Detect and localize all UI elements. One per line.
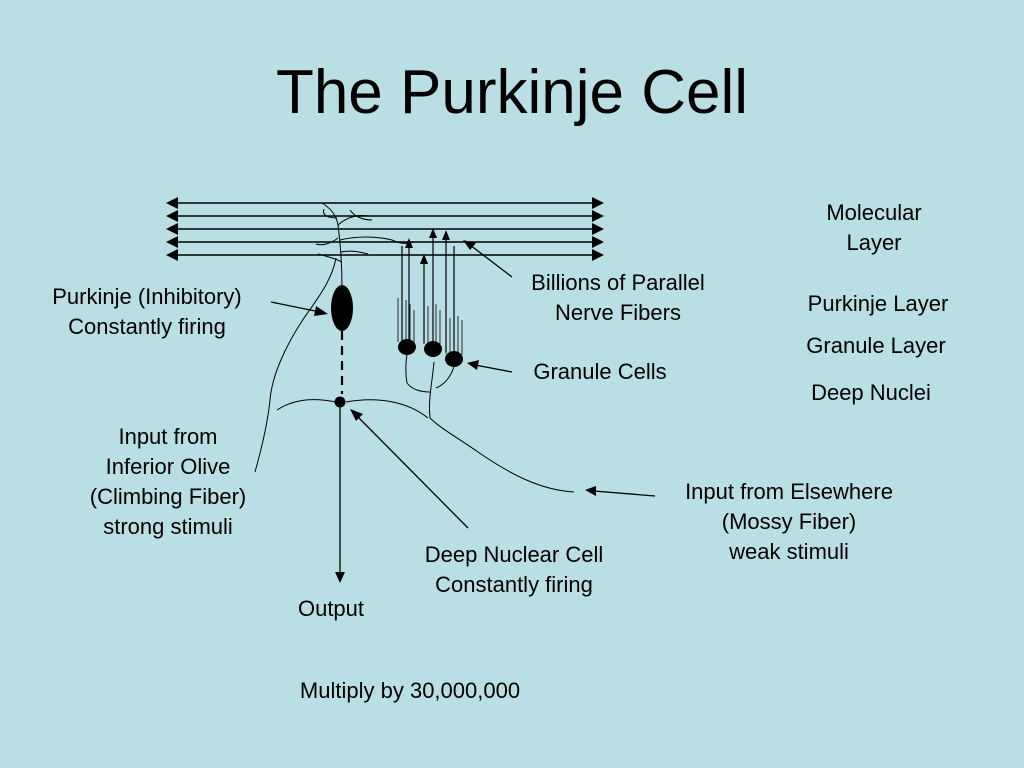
purkinje-cell-body xyxy=(331,285,353,331)
output-arrowhead xyxy=(335,572,345,583)
pointer-arrows xyxy=(270,240,656,529)
granule-cell xyxy=(424,341,442,357)
right-arrowhead xyxy=(592,197,604,209)
multiply-note: Multiply by 30,000,000 xyxy=(299,678,521,703)
parallel-fibers xyxy=(176,202,597,256)
deep-nuclei-label: Deep Nuclei xyxy=(811,380,931,405)
output-label: Output xyxy=(297,596,365,621)
climbing-fiber-collateral xyxy=(276,399,337,411)
page-title: The Purkinje Cell xyxy=(275,58,749,127)
granule-cell xyxy=(445,351,463,367)
granule-pointer-arrow xyxy=(474,364,513,373)
deep-nuclear-cell-body xyxy=(334,396,346,408)
deep-nuclear-cell-label: Deep Nuclear Cell Constantly firing xyxy=(424,542,604,597)
parallel-fibers-label: Billions of Parallel Nerve Fibers xyxy=(531,270,705,325)
right-arrowhead xyxy=(592,236,604,248)
granule-cells xyxy=(398,339,463,367)
right-arrowhead xyxy=(592,249,604,261)
climbing-fiber-label: Input from Inferior Olive (Climbing Fibe… xyxy=(89,424,247,539)
parallel-fiber-arrowheads xyxy=(166,197,604,261)
granule-cell xyxy=(398,339,416,355)
left-arrowhead xyxy=(166,249,178,261)
mossy-fiber xyxy=(429,361,575,493)
left-arrowhead xyxy=(166,210,178,222)
purkinje-pointer-arrow xyxy=(270,301,321,313)
left-arrowhead xyxy=(166,223,178,235)
mossy-fiber-label: Input from Elsewhere (Mossy Fiber) weak … xyxy=(685,479,893,564)
deep-nuclear-pointer-arrow xyxy=(356,415,469,529)
purkinje-cell-label: Purkinje (Inhibitory) Constantly firing xyxy=(52,284,242,339)
right-arrowhead xyxy=(592,223,604,235)
purkinje-dendrites xyxy=(315,202,415,289)
mossy-fiber-branch xyxy=(435,365,455,389)
mossy-fiber-collateral xyxy=(345,399,429,419)
granule-axon-arrowheads xyxy=(405,228,450,264)
parallel-fiber-pointer-arrow xyxy=(469,244,513,278)
granule-layer-label: Granule Layer xyxy=(806,333,946,358)
left-arrowhead xyxy=(166,236,178,248)
climbing-fiber xyxy=(254,257,337,473)
granule-axons xyxy=(401,236,455,352)
granule-cells-label: Granule Cells xyxy=(533,359,667,384)
molecular-layer-label: Molecular Layer xyxy=(826,200,922,255)
mossy-fiber-pointer-arrow xyxy=(593,490,656,497)
right-arrowhead xyxy=(592,210,604,222)
mossy-fiber-branch xyxy=(405,353,431,393)
left-arrowhead xyxy=(166,197,178,209)
purkinje-layer-label: Purkinje Layer xyxy=(807,291,949,316)
